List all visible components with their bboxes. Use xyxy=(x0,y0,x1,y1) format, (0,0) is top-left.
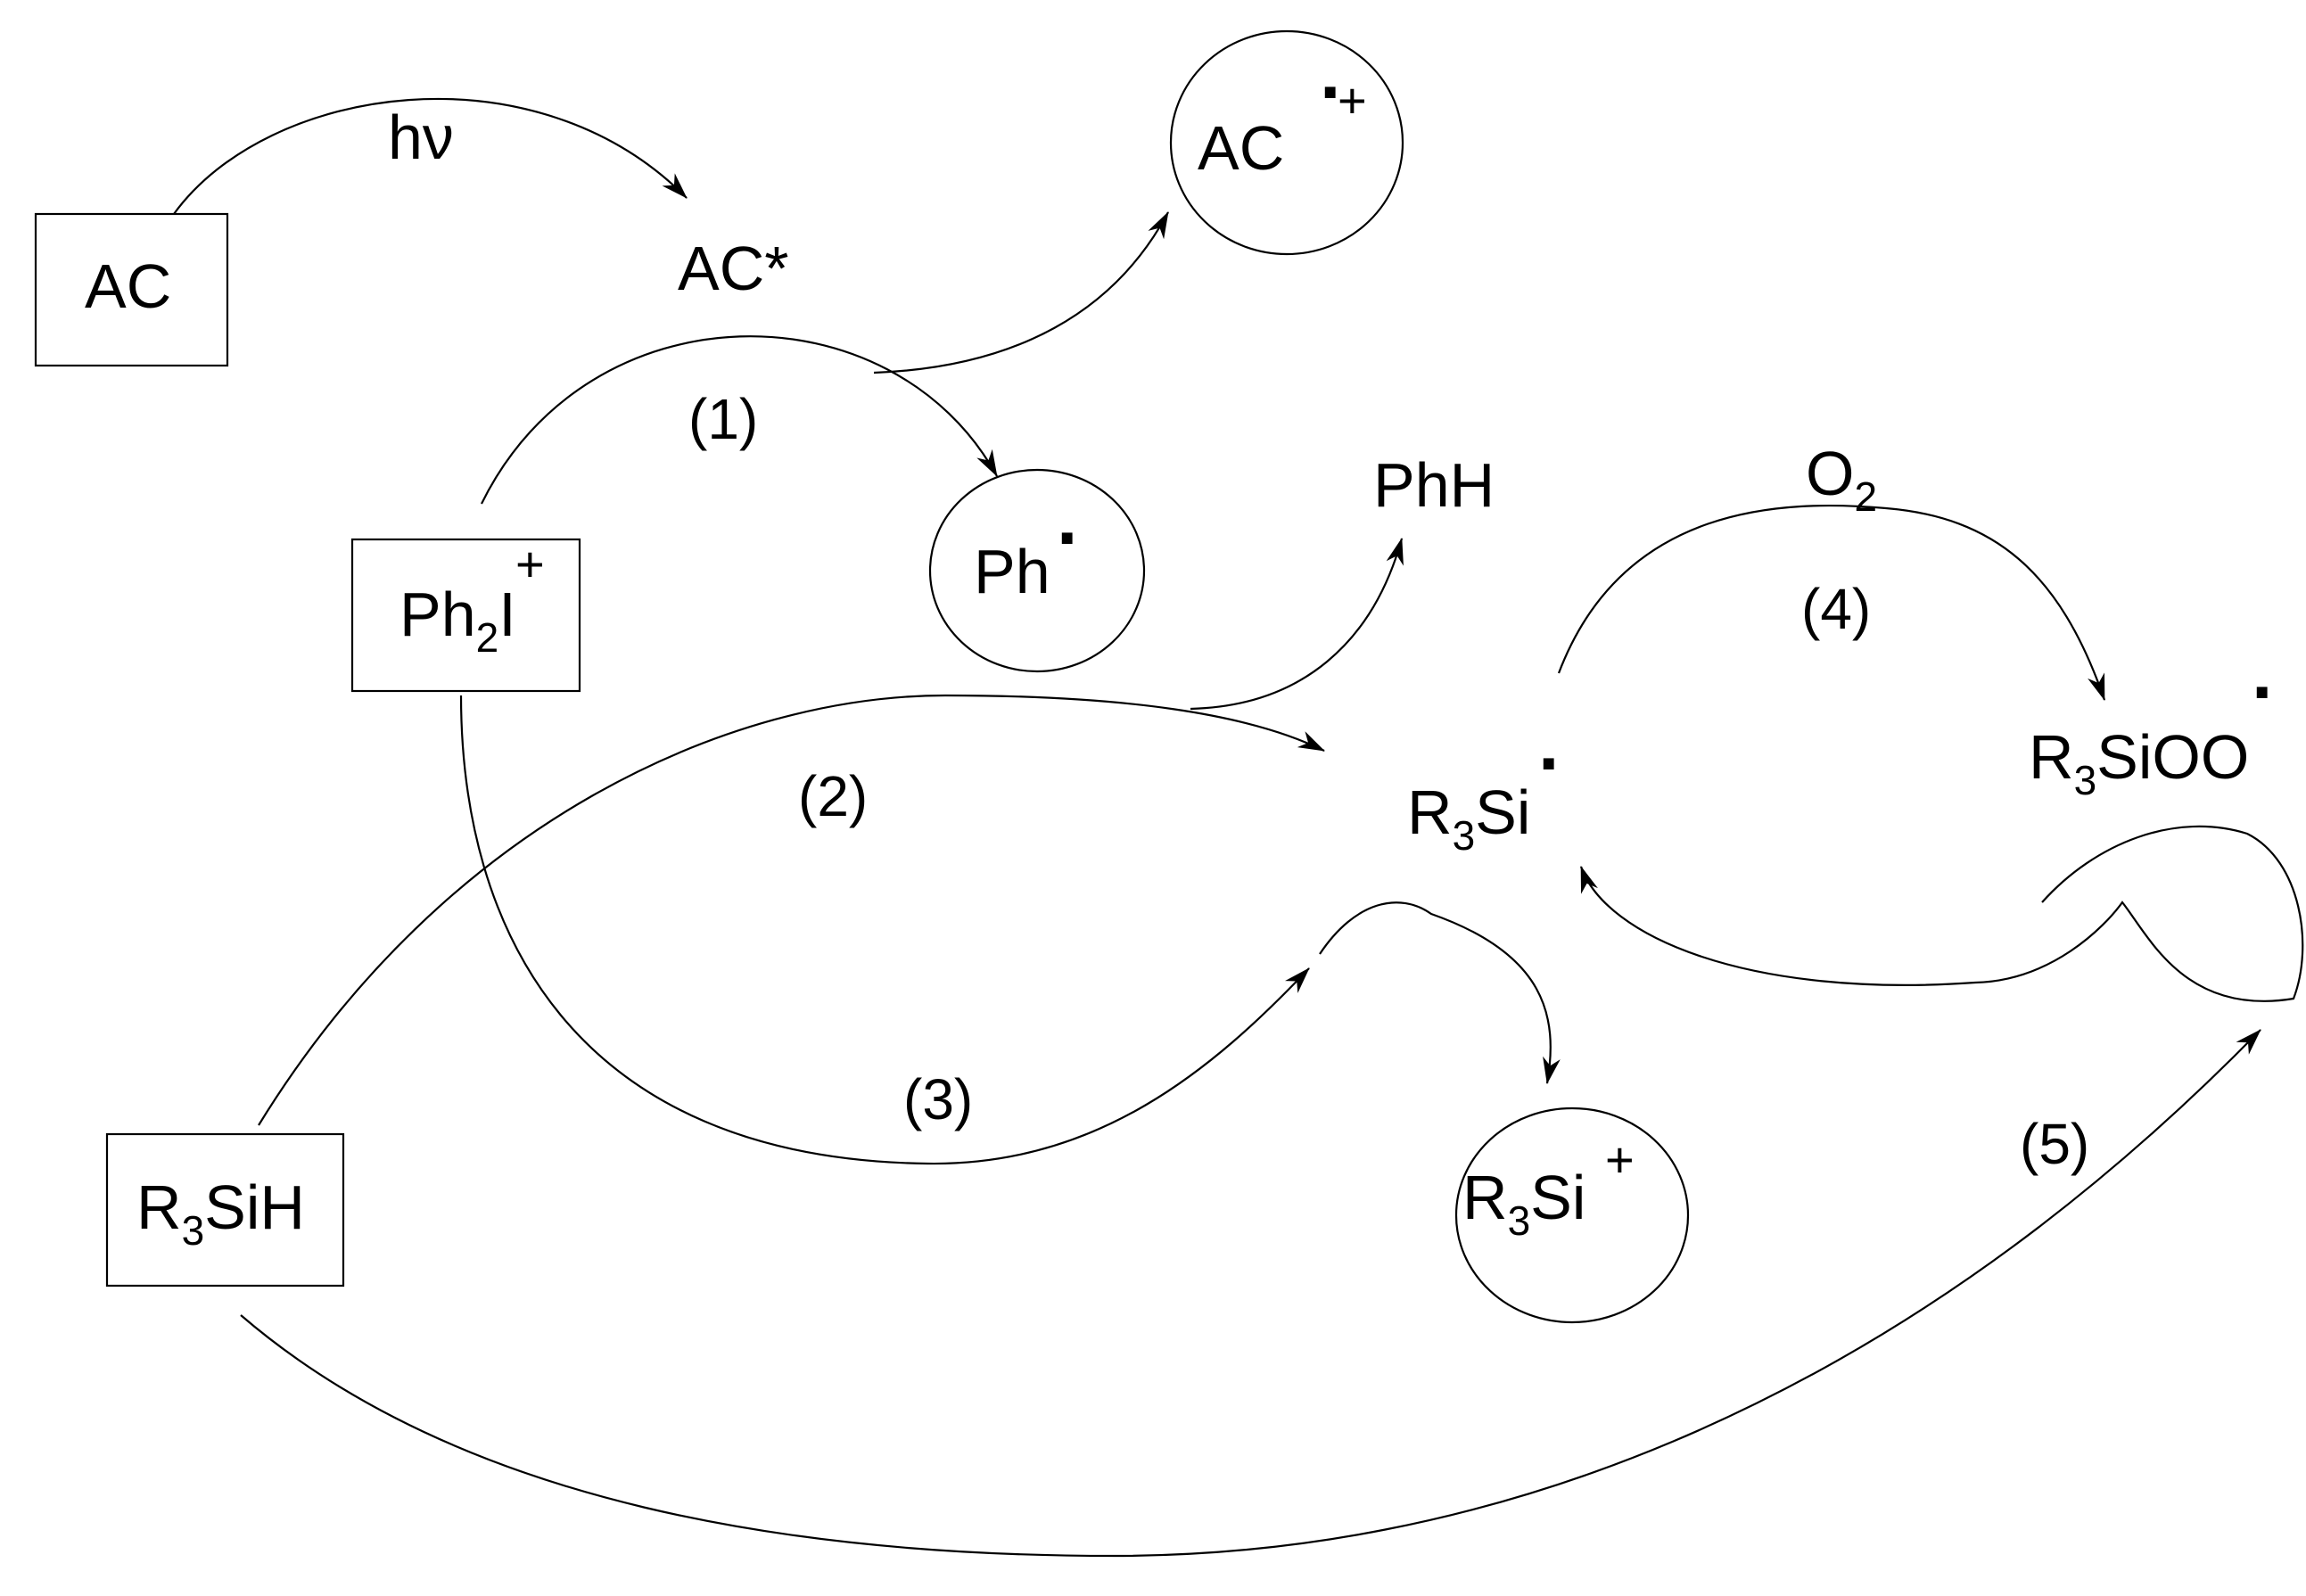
ac-label: AC xyxy=(85,251,171,321)
silane-box xyxy=(105,1132,345,1287)
benzene-label: PhH xyxy=(1373,450,1495,520)
step1-arrow-to-phenyl-radical xyxy=(481,335,998,505)
step3-arrow-to-silylium xyxy=(1319,901,1561,1084)
step4-arrow-to-silylperoxyl xyxy=(1557,504,2106,701)
phenyl-radical-label: Ph xyxy=(974,537,1050,606)
step-3-label: (3) xyxy=(903,1067,973,1131)
step3-arrow xyxy=(459,695,1310,1165)
step1-arrow-to-ac-radical-cation xyxy=(873,211,1169,374)
step2-arrow-to-benzene xyxy=(1190,538,1404,711)
silyl-radical-label: R3Si xyxy=(1407,777,1530,859)
oxygen-label: O2 xyxy=(1806,439,1877,520)
hv-arrow xyxy=(173,97,688,215)
ac-radical-cation-circle xyxy=(1169,29,1404,256)
iodonium-box xyxy=(350,538,581,693)
step-1-label: (1) xyxy=(688,387,758,451)
ac-radical-cation-charge: + xyxy=(1338,72,1367,128)
silane-label: R3SiH xyxy=(136,1172,305,1254)
step-2-label: (2) xyxy=(798,764,868,828)
phenyl-radical-dot: · xyxy=(1057,496,1082,580)
silylperoxyl-radical-label: R3SiOO xyxy=(2029,722,2249,803)
iodonium-charge: + xyxy=(515,536,545,592)
silylium-label: R3Si xyxy=(1462,1163,1585,1244)
ac-radical-cation-dot: · xyxy=(1320,50,1345,134)
step-4-label: (4) xyxy=(1801,577,1871,641)
phenyl-radical-circle xyxy=(928,468,1146,673)
silylium-charge: + xyxy=(1605,1131,1635,1188)
step4-arrow-back-to-silyl xyxy=(1579,825,2304,1002)
step-5-label: (5) xyxy=(2020,1112,2089,1176)
ac-box xyxy=(34,212,229,367)
ac-radical-cation-label: AC xyxy=(1198,113,1284,183)
silylium-circle xyxy=(1454,1107,1690,1324)
step2-arrow xyxy=(258,694,1325,1126)
ac-excited-label: AC* xyxy=(678,234,788,303)
step5-arrow xyxy=(240,1029,2261,1558)
silyl-radical-dot: · xyxy=(1538,721,1563,805)
iodonium-label: Ph2I xyxy=(399,580,516,661)
hv-label: hν xyxy=(388,103,454,172)
silylperoxyl-radical-dot: · xyxy=(2252,650,2277,734)
